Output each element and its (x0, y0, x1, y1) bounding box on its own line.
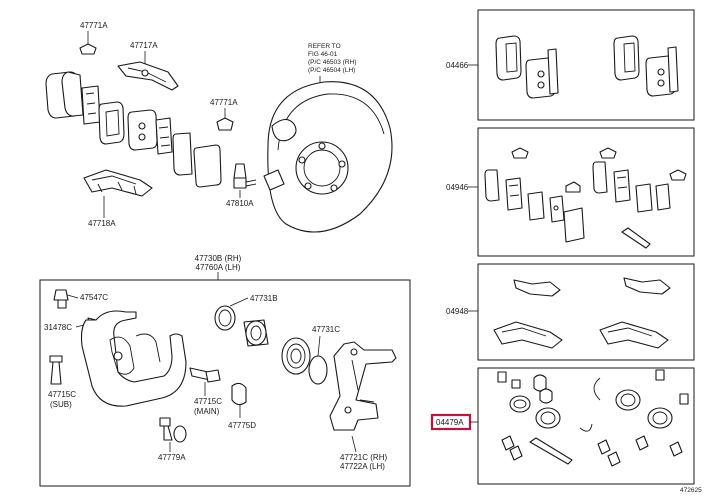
pad-1 (81, 85, 101, 125)
kit-04479a: 04479A (430, 367, 695, 485)
label-47775d: 47775D (228, 421, 256, 430)
caliper-body (80, 310, 187, 407)
kit-04466: 04466 (446, 9, 695, 121)
pad-support-spring (117, 61, 179, 91)
label-47722a: 47722A (LH) (340, 462, 385, 471)
refer-line-1: REFER TO (308, 43, 341, 50)
kit-label-04946: 04946 (446, 183, 469, 192)
caliper-mounting-bracket (329, 341, 397, 431)
refer-line-3: (P/C 46503 (RH) (308, 59, 356, 66)
anti-rattle-clip (79, 43, 97, 55)
label-47779a: 47779A (158, 453, 186, 462)
shim-2 (193, 144, 222, 188)
refer-line-2: FIG 46-01 (308, 51, 338, 58)
label-47731c: 47731C (312, 325, 340, 334)
label-47715c-sub: 47715C (48, 390, 76, 399)
label-47717a: 47717A (130, 41, 158, 50)
label-47715c-main: 47715C (194, 397, 222, 406)
label-47771a-mid: 47771A (210, 98, 238, 107)
caliper-bolt (159, 417, 171, 427)
kit-box-04948 (477, 263, 695, 361)
kit-04946: 04946 (446, 127, 695, 257)
kit-label-04466: 04466 (446, 61, 469, 70)
piston-seal (214, 305, 236, 331)
backing-plate-group: REFER TO FIG 46-01 (P/C 46503 (RH) (P/C … (263, 43, 393, 233)
label-47731b: 47731B (250, 294, 278, 303)
bleeder-bolt (233, 163, 247, 179)
bleeder-plug (53, 289, 69, 301)
anti-rattle-clip-2 (216, 117, 234, 131)
label-47547c: 47547C (80, 293, 108, 302)
kit-box-04946 (477, 127, 695, 257)
pad-2 (98, 101, 125, 145)
kit-label-04948: 04948 (446, 307, 469, 316)
piston-boot (281, 337, 311, 375)
label-sub: (SUB) (50, 400, 72, 409)
pad-4 (155, 117, 173, 155)
boot-ring (308, 355, 328, 385)
pads-group-top: 47771A 47717A 47771A 47810A (45, 21, 257, 228)
caliper-parts: 47547C 31478C 47715C (SUB) 47731B 47731C (44, 289, 397, 471)
pad-3 (127, 109, 158, 151)
label-31478c: 31478C (44, 323, 72, 332)
diagram-number: 472625 (680, 487, 702, 494)
kit-04948: 04948 (446, 263, 695, 361)
kit-box-04479a (477, 367, 695, 485)
pin-boot (231, 382, 247, 406)
label-47718a: 47718A (88, 219, 116, 228)
refer-line-4: (P/C 46504 (LH) (308, 67, 355, 74)
label-47730b: 47730B (RH) (195, 254, 242, 263)
shim-1 (172, 132, 193, 176)
label-47721c: 47721C (RH) (340, 453, 387, 462)
label-main: (MAIN) (194, 407, 220, 416)
label-47760a: 47760A (LH) (196, 263, 241, 272)
kit-label-04479a: 04479A (436, 418, 464, 427)
label-47771a-top: 47771A (80, 21, 108, 30)
slide-pin-sub (49, 355, 63, 363)
label-47810a: 47810A (226, 199, 254, 208)
caliper-assembly-box (39, 279, 411, 487)
